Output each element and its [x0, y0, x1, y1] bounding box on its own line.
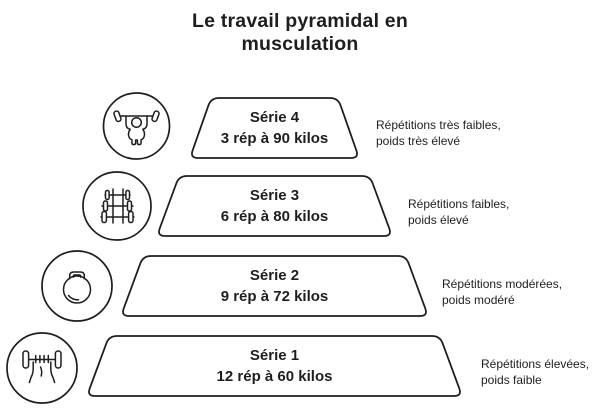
diagram-title: Le travail pyramidal en musculation: [192, 10, 408, 55]
pyramid-level-4-shape: [191, 97, 358, 159]
note-line: poids faible: [481, 373, 542, 387]
dumbbell-rack-icon: [82, 171, 152, 241]
note-line: Répétitions modérées,: [442, 277, 563, 291]
pyramid-level-label: Série 4 3 rép à 90 kilos: [190, 107, 359, 149]
reps-label: 9 rép à 72 kilos: [220, 288, 329, 305]
pyramid-level-note: Répétitions très faibles, poids très éle…: [376, 117, 501, 149]
pyramid-level-2-shape: [122, 255, 427, 317]
note-line: poids élevé: [408, 213, 469, 227]
pyramid-level-note: Répétitions faibles, poids élevé: [408, 196, 509, 228]
pyramid-level-3-shape: [158, 175, 391, 237]
pyramid-level-label: Série 2 9 rép à 72 kilos: [121, 265, 428, 307]
pyramid-level-label: Série 1 12 rép à 60 kilos: [87, 345, 462, 387]
overhead-press-icon: [102, 92, 171, 160]
pyramid-level-label: Série 3 6 rép à 80 kilos: [157, 185, 392, 227]
note-line: Répétitions élevées,: [481, 357, 590, 371]
note-line: Répétitions très faibles,: [376, 118, 501, 132]
serie-label: Série 2: [249, 267, 300, 284]
serie-label: Série 3: [249, 187, 300, 204]
pyramid-level-note: Répétitions élevées, poids faible: [481, 356, 589, 388]
reps-label: 3 rép à 90 kilos: [220, 130, 329, 147]
note-line: poids très élevé: [376, 134, 461, 148]
reps-label: 12 rép à 60 kilos: [216, 368, 333, 385]
serie-label: Série 1: [249, 347, 300, 364]
serie-label: Série 4: [249, 109, 300, 126]
pyramid-level-note: Répétitions modérées, poids modéré: [442, 276, 562, 308]
pyramid-level-1-shape: [88, 335, 461, 397]
note-line: poids modéré: [442, 293, 515, 307]
kettlebell-icon: [41, 250, 113, 322]
note-line: Répétitions faibles,: [408, 197, 510, 211]
reps-label: 6 rép à 80 kilos: [220, 208, 329, 225]
hand-dumbbell-icon: [6, 332, 78, 404]
